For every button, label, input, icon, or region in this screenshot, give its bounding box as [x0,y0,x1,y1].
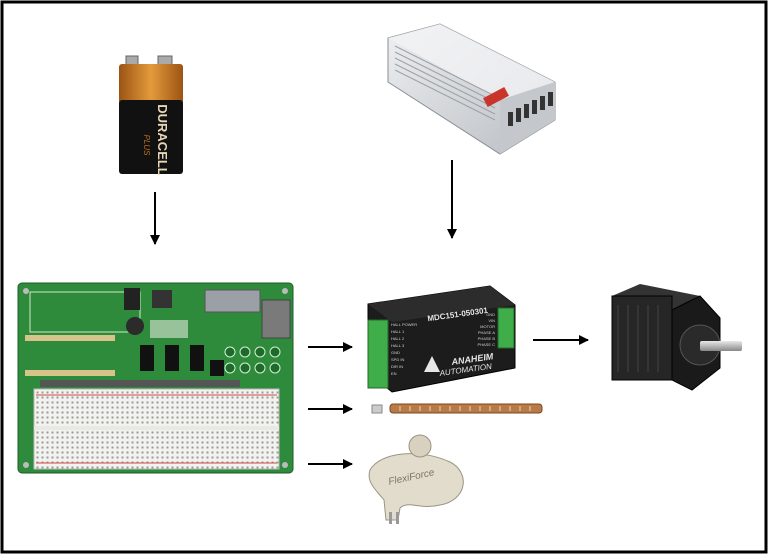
bldc-motor [611,284,742,391]
force-sensor: FlexiForce [368,434,464,524]
driver-pin-label: PHASE C [477,342,495,347]
driver-pin-label: PHASE B [478,336,496,341]
driver-pin-label: HALL 2 [391,336,405,341]
driver-pin-label: HALL 1 [391,329,405,334]
power-supply [387,23,556,155]
driver-pin-label: EN [391,371,397,376]
driver-pin-label: VIN [488,318,495,323]
flex-sensor [371,403,543,414]
driver-pin-label: HALL POWER [391,322,417,327]
driver-pin-labels-left: HALL POWER HALL 1 HALL 2 HALL 3 GND SPD IN DIR… [391,322,417,376]
battery-sub: PLUS [142,135,151,157]
driver-pin-label: PHASE A [478,330,495,335]
driver-pin-label: DIR IN [391,364,403,369]
battery-brand: DURACELL [155,104,170,176]
driver-pin-label: MOTOR [480,324,495,329]
development-board [17,282,294,474]
driver-pin-label: HALL 3 [391,343,405,348]
battery-9v: DURACELL PLUS [119,55,183,176]
driver-pin-label: GND [391,350,400,355]
driver-pin-label: SPD IN [391,357,404,362]
driver-pin-label: GND [486,312,495,317]
